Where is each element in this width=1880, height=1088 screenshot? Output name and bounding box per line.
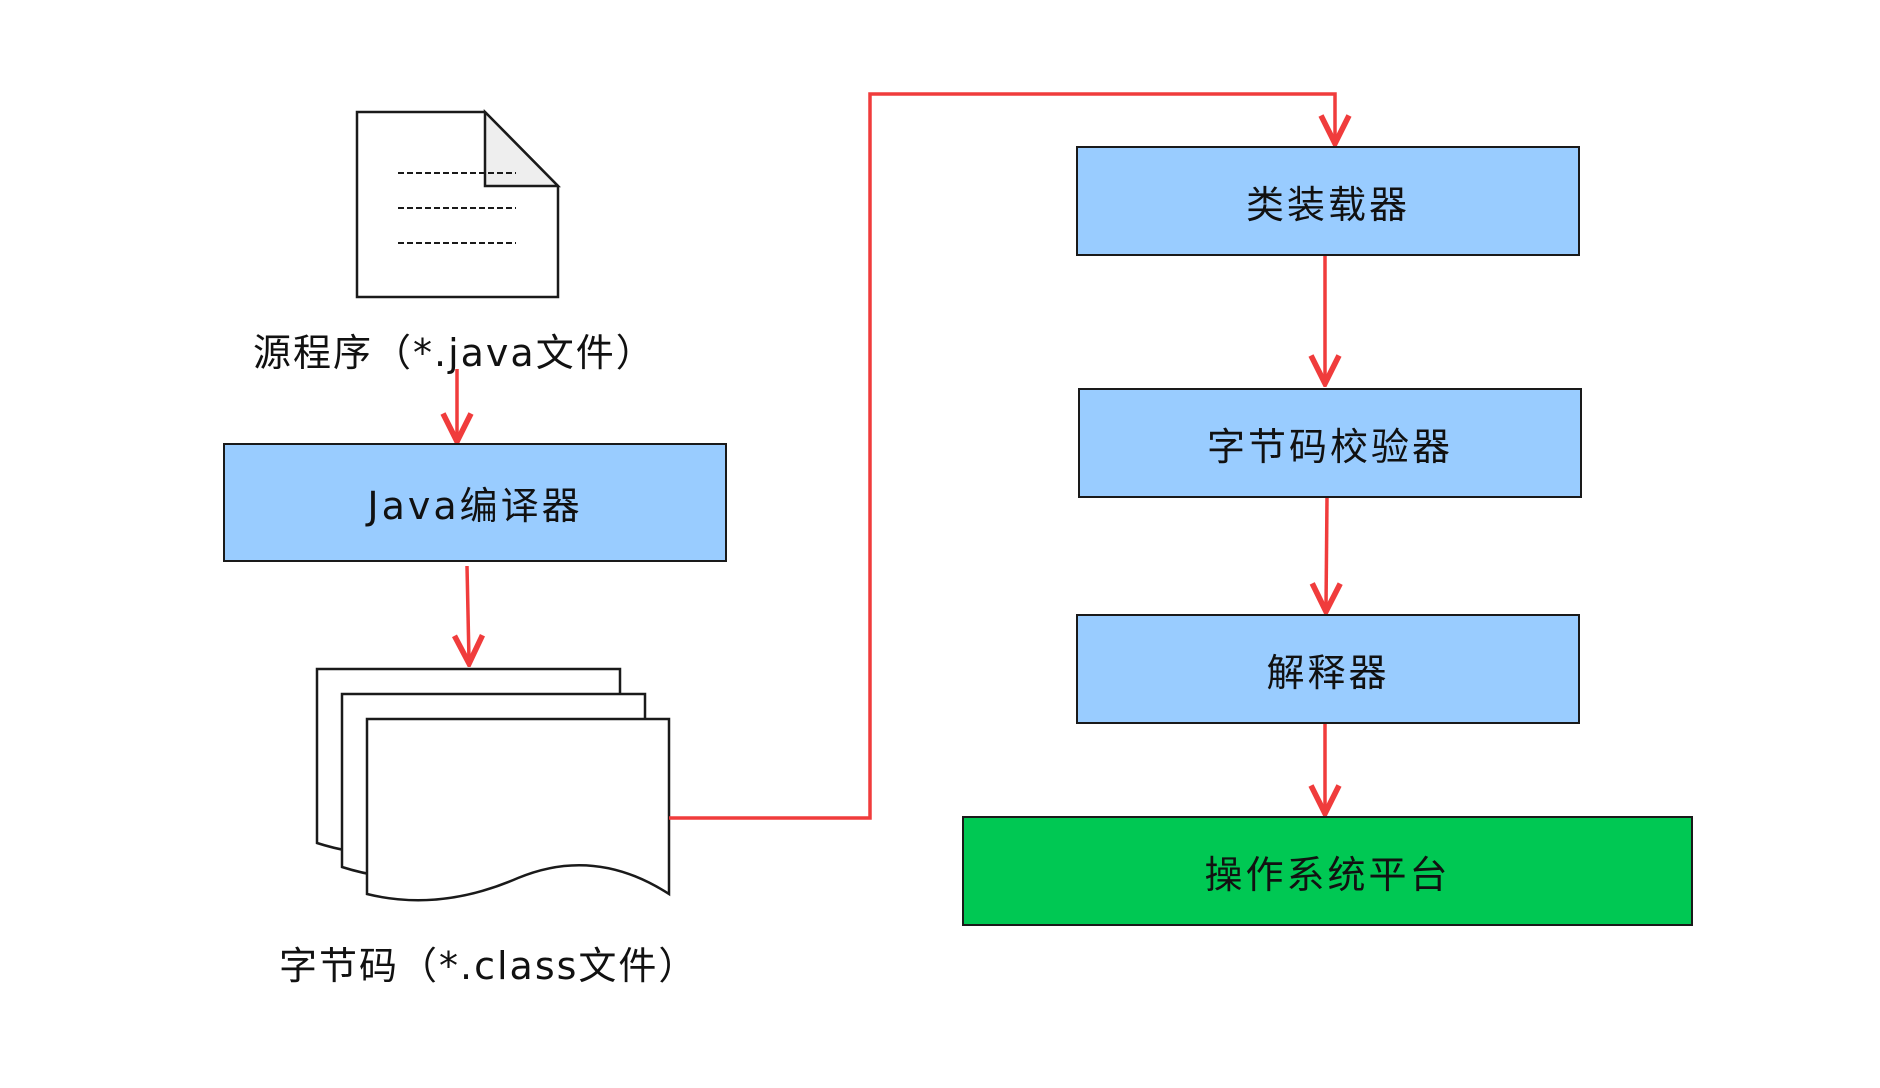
interpreter-box: 解释器 — [1076, 614, 1580, 724]
java-compiler-label: Java编译器 — [367, 484, 583, 528]
os-platform-label: 操作系统平台 — [1204, 852, 1451, 897]
multiple-documents-icon — [315, 667, 671, 902]
java-compiler-box: Java编译器 — [223, 443, 727, 562]
document-icon — [355, 108, 561, 299]
bytecode-file-caption: 字节码（*.class文件） — [279, 944, 699, 988]
source-file-caption: 源程序（*.java文件） — [253, 331, 656, 375]
arrow-verifier-to-interpreter — [1326, 497, 1327, 608]
bytecode-verifier-box: 字节码校验器 — [1078, 388, 1582, 498]
class-loader-box: 类装载器 — [1076, 146, 1580, 256]
bytecode-verifier-label: 字节码校验器 — [1206, 424, 1453, 469]
arrow-bytecode-to-class-loader — [669, 92, 1335, 820]
arrow-compiler-to-bytecode — [467, 565, 469, 660]
class-loader-label: 类装载器 — [1245, 182, 1410, 227]
os-platform-box: 操作系统平台 — [962, 816, 1693, 926]
interpreter-label: 解释器 — [1266, 650, 1390, 695]
